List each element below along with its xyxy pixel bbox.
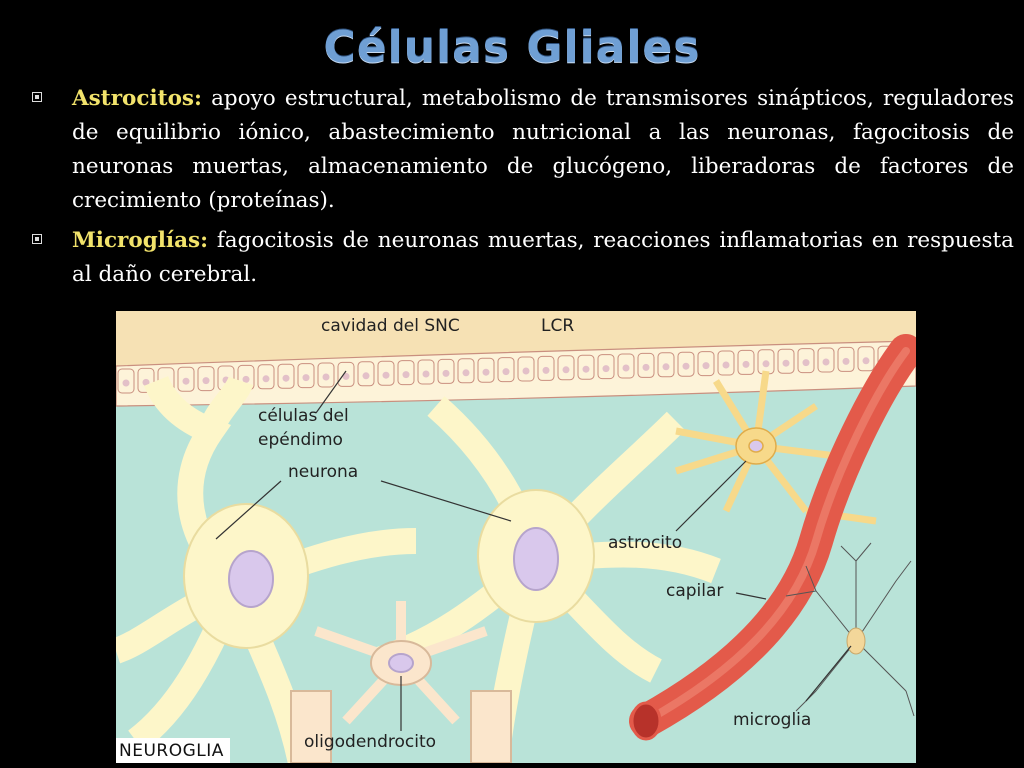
ependymal-nucleus — [582, 365, 590, 373]
label-lcr: LCR — [541, 316, 574, 336]
ependymal-cells — [116, 340, 916, 407]
bullet-microglias: Microglías: fagocitosis de neuronas muer… — [32, 224, 1014, 292]
label-cavidad: cavidad del SNC — [321, 316, 460, 336]
nucleus — [513, 527, 559, 591]
ependymal-nucleus — [642, 363, 650, 371]
label-microglia: microglia — [733, 710, 811, 730]
oligodendrocyte — [290, 601, 512, 763]
ependymal-nucleus — [262, 375, 270, 383]
ependymal-nucleus — [422, 370, 430, 378]
ependymal-nucleus — [782, 359, 790, 367]
neuroglia-diagram: cavidad del SNC LCR células del epéndimo… — [116, 311, 916, 763]
ependymal-nucleus — [282, 374, 290, 382]
ependymal-nucleus — [602, 365, 610, 373]
ependymal-nucleus — [442, 369, 450, 377]
ependymal-nucleus — [322, 373, 330, 381]
slide-title: Células Gliales — [323, 22, 701, 73]
label-astrocito: astrocito — [608, 533, 682, 553]
ependymal-nucleus — [562, 366, 570, 374]
ependymal-nucleus — [482, 368, 490, 376]
neuroglia-caption: NEUROGLIA — [116, 738, 230, 763]
ependymal-nucleus — [182, 377, 190, 385]
ependymal-nucleus — [302, 374, 310, 382]
ependymal-nucleus — [842, 357, 850, 365]
bullet-list: Astrocitos: apoyo estructural, metabolis… — [32, 82, 1014, 298]
ependymal-nucleus — [462, 369, 470, 377]
capillary — [629, 334, 916, 741]
leader-lines — [215, 370, 852, 731]
ependymal-nucleus — [202, 377, 210, 385]
ependymal-nucleus — [822, 358, 830, 366]
ependymal-nucleus — [682, 362, 690, 370]
ependymal-nucleus — [742, 360, 750, 368]
square-bullet-icon — [32, 92, 42, 102]
bullet-text: fagocitosis de neuronas muertas, reaccio… — [72, 228, 1014, 287]
neuron-left — [116, 375, 417, 763]
bullet-term: Microglías: — [72, 228, 209, 253]
ependymal-nucleus — [702, 362, 710, 370]
ependymal-nucleus — [342, 372, 350, 380]
ependymal-nucleus — [122, 379, 130, 387]
ependymal-nucleus — [362, 372, 370, 380]
ependymal-nucleus — [662, 363, 670, 371]
ependymal-nucleus — [722, 361, 730, 369]
neuron-center — [371, 396, 721, 763]
ependymal-nucleus — [242, 375, 250, 383]
label-ependimo-1: células del — [258, 406, 349, 426]
ependymal-nucleus — [622, 364, 630, 372]
label-ependimo-2: epéndimo — [258, 430, 343, 450]
astrocyte — [674, 370, 877, 525]
nucleus — [228, 550, 274, 608]
ependymal-nucleus — [502, 368, 510, 376]
bullet-term: Astrocitos: — [72, 86, 202, 111]
label-capilar: capilar — [666, 581, 723, 601]
ependymal-nucleus — [802, 359, 810, 367]
neuroglia-illustration: cavidad del SNC LCR células del epéndimo… — [116, 311, 916, 763]
label-neurona: neurona — [288, 462, 358, 482]
ependymal-nucleus — [542, 366, 550, 374]
bullet-astrocitos: Astrocitos: apoyo estructural, metabolis… — [32, 82, 1014, 218]
ependymal-nucleus — [762, 360, 770, 368]
label-oligodendrocito: oligodendrocito — [304, 732, 436, 752]
ependymal-nucleus — [142, 378, 150, 386]
ependymal-nucleus — [402, 371, 410, 379]
ependymal-nucleus — [522, 367, 530, 375]
ependymal-nucleus — [862, 357, 870, 365]
square-bullet-icon — [32, 234, 42, 244]
ependymal-nucleus — [382, 371, 390, 379]
bullet-text: apoyo estructural, metabolismo de transm… — [72, 86, 1014, 213]
